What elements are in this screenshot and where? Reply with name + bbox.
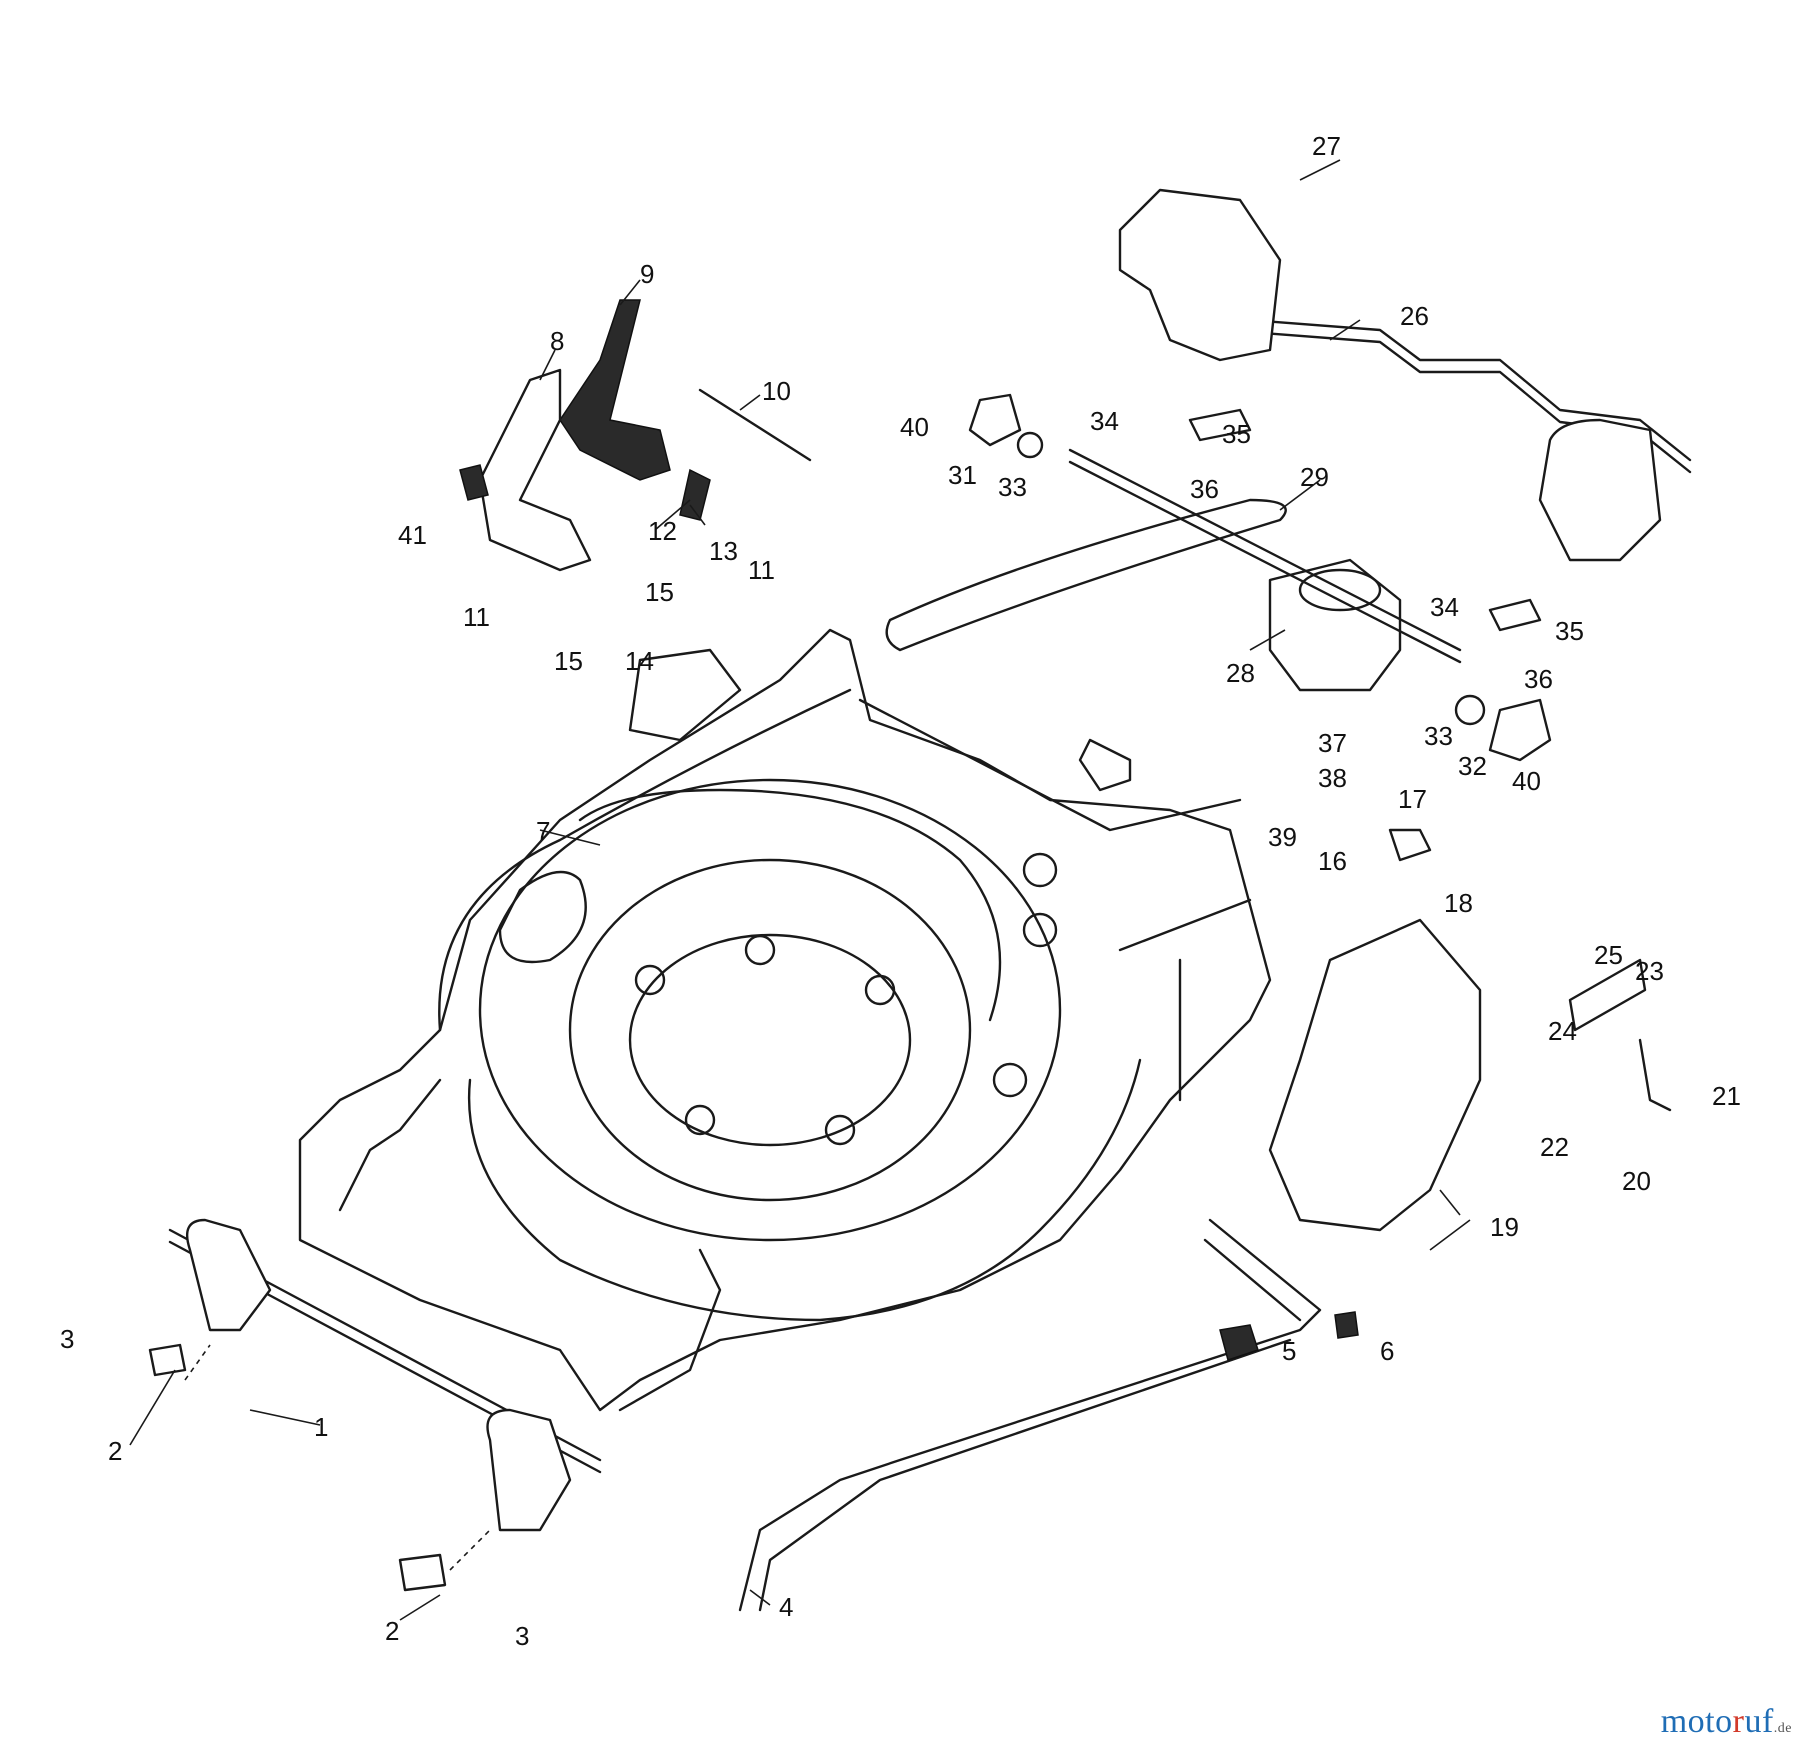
callout-17: 17 <box>1398 784 1427 814</box>
callout-19: 19 <box>1490 1212 1519 1242</box>
callout-36: 36 <box>1190 474 1219 504</box>
callout-4: 4 <box>779 1592 793 1622</box>
callout-23: 23 <box>1635 956 1664 986</box>
callout-11: 11 <box>748 555 775 585</box>
callout-33: 33 <box>1424 721 1453 751</box>
callout-11: 11 <box>463 602 490 632</box>
callout-12: 12 <box>648 516 677 546</box>
callout-25: 25 <box>1594 940 1623 970</box>
callout-37: 37 <box>1318 728 1347 758</box>
callout-26: 26 <box>1400 301 1429 331</box>
callout-14: 14 <box>625 646 654 676</box>
callout-5: 5 <box>1282 1336 1296 1366</box>
callout-18: 18 <box>1444 888 1473 918</box>
callout-40: 40 <box>900 412 929 442</box>
callout-35: 35 <box>1555 616 1584 646</box>
watermark-part3: uf <box>1744 1703 1774 1740</box>
callout-34: 34 <box>1090 406 1119 436</box>
callout-7: 7 <box>536 816 550 846</box>
rear-axle <box>1118 188 1692 562</box>
callout-1: 1 <box>314 1412 328 1442</box>
callout-39: 39 <box>1268 822 1297 852</box>
callout-9: 9 <box>640 259 654 289</box>
callout-32: 32 <box>1458 751 1487 781</box>
callout-2: 2 <box>108 1436 122 1466</box>
callout-3: 3 <box>60 1324 74 1354</box>
callout-24: 24 <box>1548 1016 1577 1046</box>
gearbox <box>885 448 1462 692</box>
callout-15: 15 <box>645 577 674 607</box>
callout-38: 38 <box>1318 763 1347 793</box>
callout-20: 20 <box>1622 1166 1651 1196</box>
handle-bar <box>738 1218 1322 1612</box>
front-axle <box>168 1218 602 1532</box>
callout-41: 41 <box>398 520 427 550</box>
callout-34: 34 <box>1430 592 1459 622</box>
callout-8: 8 <box>550 326 564 356</box>
leader-lines <box>129 159 1471 1621</box>
callout-16: 16 <box>1318 846 1347 876</box>
height-adjust-lever <box>459 299 812 572</box>
callout-40: 40 <box>1512 766 1541 796</box>
callout-29: 29 <box>1300 462 1329 492</box>
watermark-part1: moto <box>1660 1703 1733 1740</box>
callout-22: 22 <box>1540 1132 1569 1162</box>
small-parts <box>148 393 1672 1592</box>
callout-21: 21 <box>1712 1081 1741 1111</box>
callout-33: 33 <box>998 472 1027 502</box>
callout-13: 13 <box>709 536 738 566</box>
watermark-logo: motoruf.de <box>1661 1703 1792 1741</box>
callout-36: 36 <box>1524 664 1553 694</box>
mower-deck <box>298 628 1272 1412</box>
callout-27: 27 <box>1312 131 1341 161</box>
rear-flap <box>1268 918 1482 1232</box>
watermark-tld: .de <box>1773 1721 1792 1736</box>
callout-28: 28 <box>1226 658 1255 688</box>
callout-6: 6 <box>1380 1336 1394 1366</box>
watermark-part2: r <box>1732 1703 1745 1740</box>
callout-15: 15 <box>554 646 583 676</box>
callout-31: 31 <box>948 460 977 490</box>
callout-2: 2 <box>385 1616 399 1646</box>
callout-labels: 1 2 2 3 3 4 5 6 7 8 9 10 11 11 11 12 13 … <box>60 131 1741 1651</box>
callout-10: 10 <box>762 376 791 406</box>
callout-3: 3 <box>515 1621 529 1651</box>
callout-35: 35 <box>1222 419 1251 449</box>
